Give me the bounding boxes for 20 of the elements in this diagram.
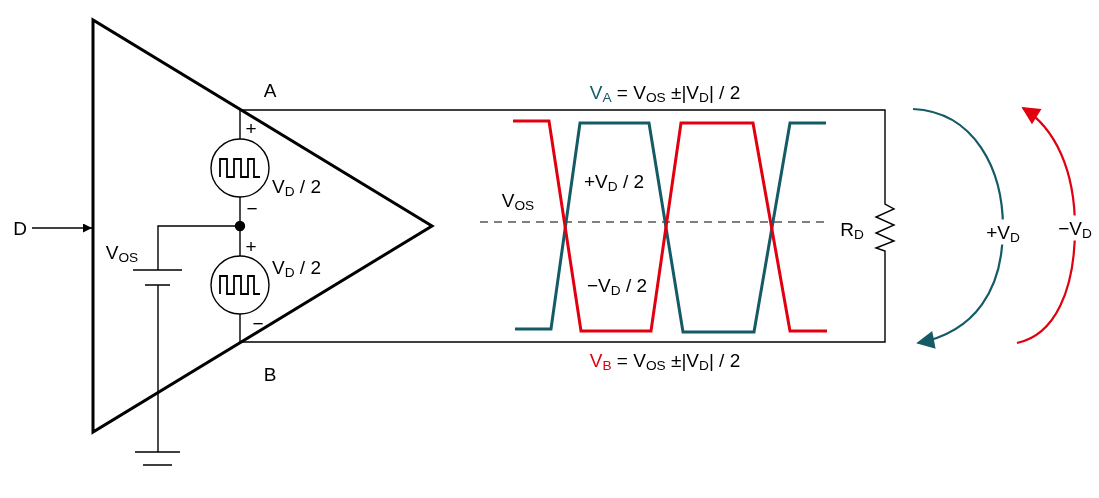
component-label: R$_{D}$ xyxy=(840,219,864,239)
input-label: D xyxy=(8,216,32,240)
amplitude-label: −V$_{D}$ / 2 xyxy=(586,275,648,295)
arrow xyxy=(31,223,93,233)
polarity-sign: − xyxy=(252,313,264,333)
amplitude-label: +V$_{D}$ / 2 xyxy=(583,171,645,191)
terminal-label: B xyxy=(263,364,277,384)
terminal-label: A xyxy=(263,80,277,100)
driver-triangle xyxy=(92,18,434,434)
formula-label: V$_{B}$ = V$_{OS}$ ±|V$_{D}$| / 2 xyxy=(589,350,741,370)
polarity-sign: + xyxy=(245,236,257,256)
source-label: V$_{D}$ / 2 xyxy=(272,257,321,277)
source-label: V$_{D}$ / 2 xyxy=(272,176,321,196)
polarity-sign: + xyxy=(245,118,257,138)
formula-label: V$_{A}$ = V$_{OS}$ ±|V$_{D}$| / 2 xyxy=(589,82,741,102)
offset-label: V$_{OS}$ xyxy=(501,190,535,210)
polarity-sign: − xyxy=(246,198,258,218)
source-label: V$_{OS}$ xyxy=(105,242,139,262)
voltage-label: +V$_{D}$ xyxy=(984,219,1022,245)
voltage-label: −V$_{D}$ xyxy=(1056,215,1094,241)
